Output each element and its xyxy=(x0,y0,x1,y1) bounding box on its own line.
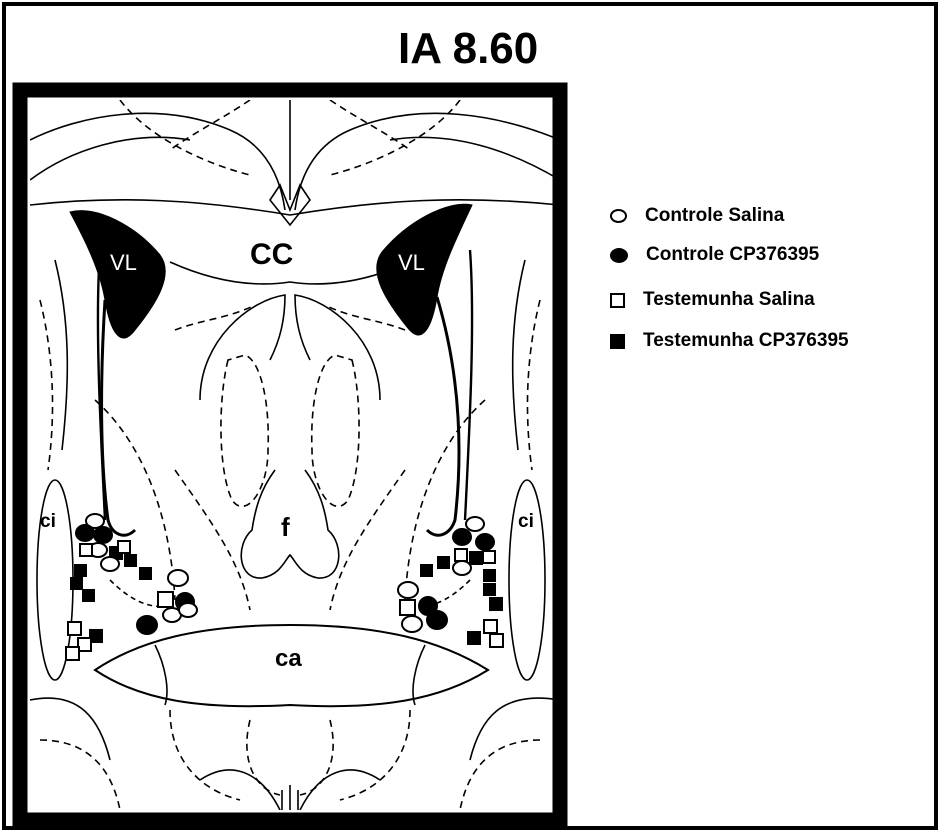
legend-label: Testemunha Salina xyxy=(643,289,815,311)
marker-open-square xyxy=(68,622,81,635)
cortex-contour-right xyxy=(295,113,560,210)
marker-open-square xyxy=(118,541,130,553)
marker-filled-circle xyxy=(453,529,471,545)
ci-right-label: ci xyxy=(518,511,534,533)
marker-filled-circle xyxy=(476,534,494,550)
left-injection-sites xyxy=(66,514,197,660)
marker-open-square xyxy=(484,620,497,633)
marker-filled-circle xyxy=(427,611,447,629)
marker-filled-circle xyxy=(94,527,112,543)
marker-filled-square xyxy=(125,555,136,566)
f-label: f xyxy=(281,512,290,543)
marker-filled-square xyxy=(490,598,502,610)
fornix-f-outline xyxy=(241,470,339,578)
marker-open-circle xyxy=(453,561,471,575)
cortex-contour-right-2 xyxy=(390,137,560,180)
filled-circle-icon xyxy=(610,248,628,263)
ca-label: ca xyxy=(275,645,302,673)
marker-filled-square xyxy=(71,578,82,589)
marker-open-square xyxy=(483,551,495,563)
marker-filled-square xyxy=(484,584,495,595)
marker-open-circle xyxy=(179,603,197,617)
marker-filled-square xyxy=(140,568,151,579)
marker-open-square xyxy=(490,634,503,647)
open-square-icon xyxy=(610,293,625,308)
legend-item-controle-cp376395: Controle CP376395 xyxy=(610,244,819,266)
marker-filled-square xyxy=(75,565,86,576)
marker-open-circle xyxy=(101,557,119,571)
marker-open-square xyxy=(158,592,173,607)
marker-open-square xyxy=(80,544,92,556)
marker-open-circle xyxy=(398,582,418,598)
filled-square-icon xyxy=(610,334,625,349)
marker-filled-square xyxy=(468,632,480,644)
open-circle-icon xyxy=(610,209,627,223)
marker-filled-circle xyxy=(137,616,157,634)
legend-item-testemunha-salina: Testemunha Salina xyxy=(610,289,815,311)
legend-item-controle-salina: Controle Salina xyxy=(610,205,784,227)
fornix-dashed-left xyxy=(221,355,268,506)
vl-left-label: VL xyxy=(110,250,137,276)
marker-filled-square xyxy=(484,570,495,581)
legend-item-testemunha-cp376395: Testemunha CP376395 xyxy=(610,330,849,352)
marker-open-square xyxy=(66,647,79,660)
ci-left-label: ci xyxy=(40,511,56,533)
marker-open-square xyxy=(455,549,467,561)
marker-open-circle xyxy=(466,517,484,531)
cc-label: CC xyxy=(250,238,293,272)
legend-label: Testemunha CP376395 xyxy=(643,330,849,352)
marker-open-square xyxy=(400,600,415,615)
marker-filled-square xyxy=(438,557,449,568)
cortex-contour-left-2 xyxy=(30,137,190,180)
marker-filled-square xyxy=(421,565,432,576)
legend-label: Controle Salina xyxy=(645,205,784,227)
ci-capsule-right xyxy=(509,480,545,680)
cortex-contour-left xyxy=(30,113,285,210)
fornix-dashed-right xyxy=(312,355,359,506)
vl-right-label: VL xyxy=(398,250,425,276)
marker-open-circle xyxy=(168,570,188,586)
marker-open-circle xyxy=(402,616,422,632)
marker-filled-square xyxy=(470,552,482,564)
marker-filled-square xyxy=(83,590,94,601)
legend-label: Controle CP376395 xyxy=(646,244,819,266)
marker-filled-circle xyxy=(76,525,94,541)
